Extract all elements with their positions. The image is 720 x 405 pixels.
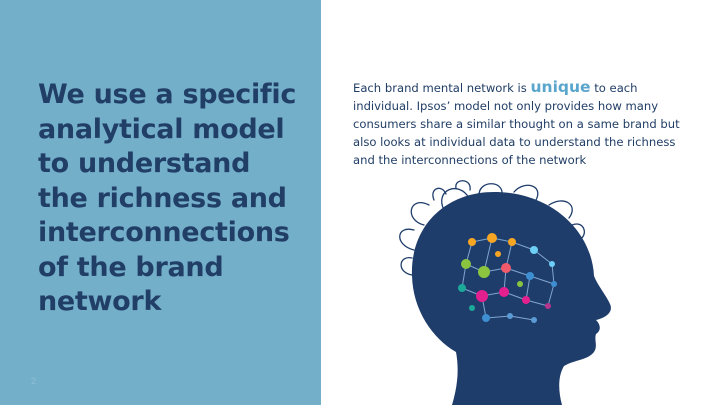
body-text: Each brand mental network is unique to e… — [353, 78, 693, 169]
highlight-word: unique — [530, 78, 591, 96]
page-number: 2 — [31, 376, 37, 386]
head-silhouette-brain-network-icon — [399, 180, 611, 405]
body-text-start: Each brand mental network is — [353, 81, 531, 95]
body-text-end: to each individual. Ipsos’ model not onl… — [353, 81, 680, 167]
slide-title: We use a specific analytical model to un… — [38, 79, 297, 317]
left-panel: We use a specific analytical model to un… — [0, 0, 321, 405]
